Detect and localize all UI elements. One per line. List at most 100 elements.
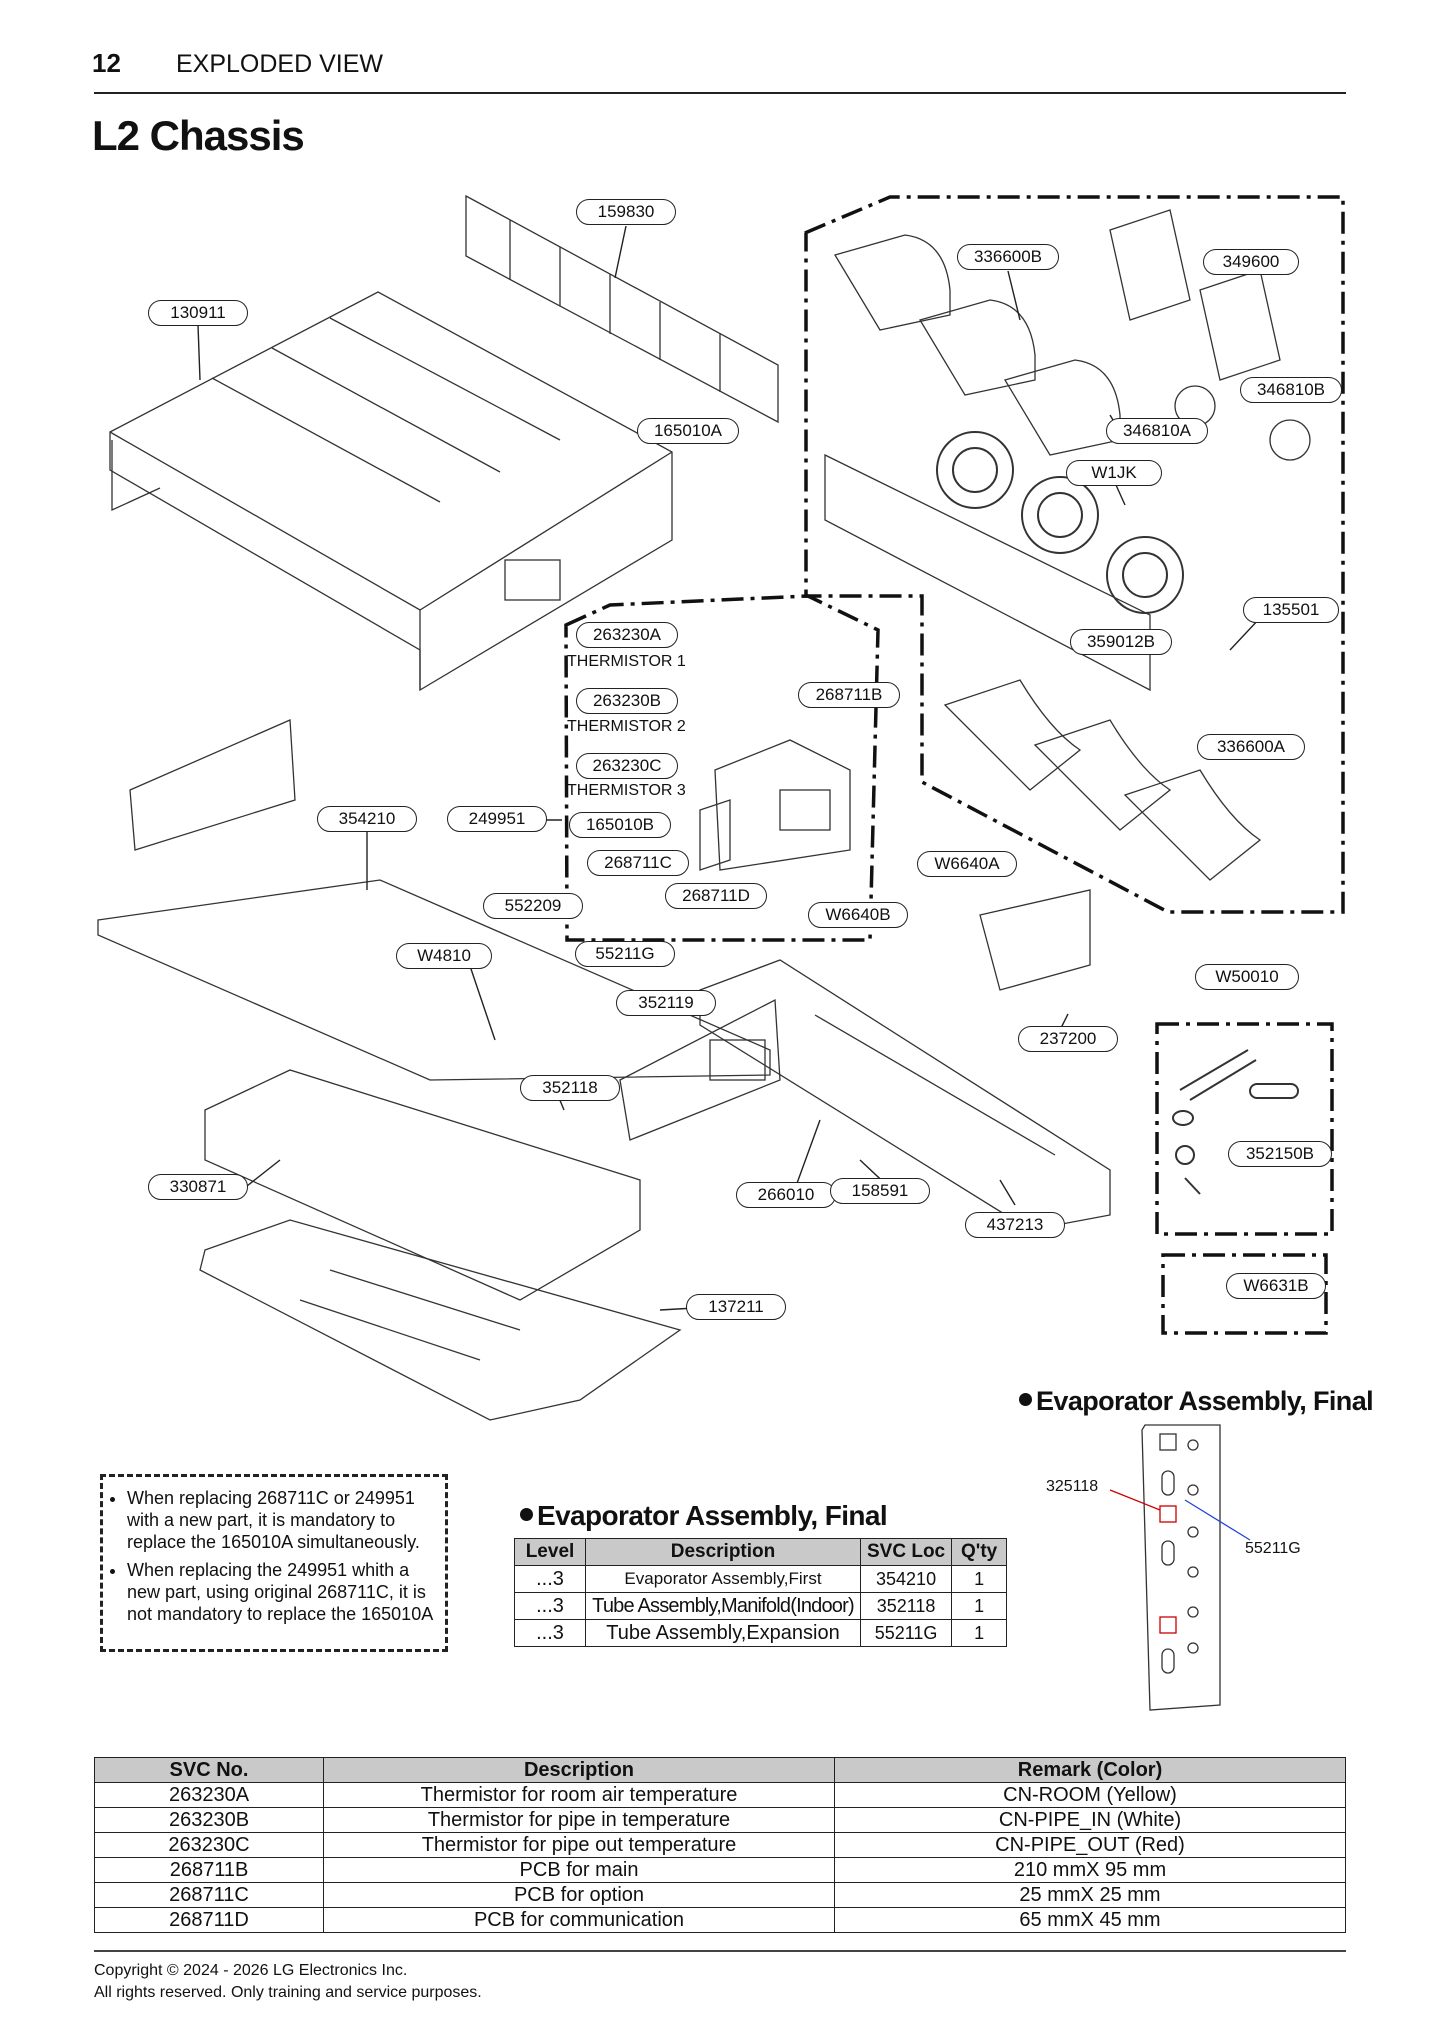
lower-housing-drawing [943, 679, 1262, 881]
callout-W50010: W50010 [1195, 964, 1299, 990]
thermistor-1-label: THERMISTOR 1 [567, 653, 686, 670]
callout-W4810: W4810 [396, 943, 492, 969]
cell: ...3 [514, 1592, 586, 1620]
col-description: Description [323, 1757, 835, 1783]
callout-165010A: 165010A [637, 418, 739, 444]
cell: Thermistor for pipe out temperature [323, 1832, 835, 1858]
evaporator-table-heading: Evaporator Assembly, Final [520, 1500, 888, 1532]
cell: Tube Assembly,Expansion [585, 1619, 861, 1647]
col-remark: Remark (Color) [834, 1757, 1346, 1783]
evaporator-coil-drawing [1109, 1424, 1251, 1711]
callout-55211G: 55211G [575, 941, 675, 967]
callout-336600A: 336600A [1197, 734, 1305, 760]
label-325118: 325118 [1046, 1478, 1099, 1495]
callout-354210: 354210 [317, 806, 417, 832]
leader-lines [197, 225, 1286, 1311]
page-title: L2 Chassis [92, 112, 305, 159]
callout-263230A: 263230A [576, 622, 678, 648]
rights-note: All rights reserved. Only training and s… [94, 1984, 482, 2001]
cell: ...3 [514, 1565, 586, 1593]
evaporator-assembly-table: Level Description SVC Loc Q'ty ...3 Evap… [514, 1538, 1008, 1647]
cell: 263230C [94, 1832, 324, 1858]
cell: 263230A [94, 1782, 324, 1808]
cell: Tube Assembly,Manifold(Indoor) [585, 1592, 861, 1620]
evaporator-table-heading-text: Evaporator Assembly, Final [537, 1500, 888, 1531]
callout-159830: 159830 [576, 199, 676, 225]
cell: 210 mmX 95 mm [834, 1857, 1346, 1883]
table-row: ...3 Evaporator Assembly,First 354210 1 [514, 1565, 1008, 1593]
col-svc-loc: SVC Loc [859, 1538, 953, 1566]
callout-552209: 552209 [483, 893, 583, 919]
cell: 268711C [94, 1882, 324, 1908]
note-item: When replacing 268711C or 249951 with a … [127, 1487, 435, 1553]
callout-165010B: 165010B [569, 812, 671, 838]
filter-drawing [465, 194, 779, 424]
col-level: Level [514, 1538, 586, 1566]
label-55211G: 55211G [1245, 1540, 1301, 1557]
cell: 268711D [94, 1907, 324, 1933]
cell: 55211G [859, 1619, 953, 1647]
callout-346810A: 346810A [1106, 418, 1208, 444]
note-item: When replacing the 249951 whith a new pa… [127, 1559, 435, 1625]
cell: PCB for main [323, 1857, 835, 1883]
callout-135501: 135501 [1243, 597, 1339, 623]
cell: Thermistor for room air temperature [323, 1782, 835, 1808]
cell: ...3 [514, 1619, 586, 1647]
callout-352119: 352119 [616, 990, 716, 1016]
section-title: EXPLODED VIEW [176, 50, 383, 78]
callout-263230C: 263230C [576, 753, 678, 779]
control-group-outline [564, 594, 880, 942]
svc-parts-table: SVC No. Description Remark (Color) 26323… [94, 1757, 1346, 1933]
copyright: Copyright © 2024 - 2026 LG Electronics I… [94, 1962, 408, 1979]
col-svc-no: SVC No. [94, 1757, 324, 1783]
fan-group-outline [804, 195, 1345, 914]
hose-drawing [1172, 1049, 1299, 1195]
thermistor-2-label: THERMISTOR 2 [567, 718, 686, 735]
col-description: Description [585, 1538, 861, 1566]
blower-wheels-drawing [936, 431, 1184, 614]
cell: 1 [951, 1565, 1008, 1593]
callout-336600B: 336600B [957, 244, 1059, 270]
footer-rule [94, 1950, 1346, 1952]
callout-268711C: 268711C [587, 850, 689, 876]
cell: Thermistor for pipe in temperature [323, 1807, 835, 1833]
page-number: 12 [92, 48, 121, 78]
callout-346810B: 346810B [1240, 377, 1342, 403]
callout-330871: 330871 [148, 1174, 248, 1200]
fan-housing-drawing [824, 209, 1311, 692]
top-cover-drawing [109, 291, 673, 692]
callout-352118: 352118 [520, 1075, 620, 1101]
callout-437213: 437213 [965, 1212, 1065, 1238]
callout-266010: 266010 [736, 1182, 836, 1208]
callout-249951: 249951 [447, 806, 547, 832]
cell: CN-PIPE_IN (White) [834, 1807, 1346, 1833]
bullet-icon [520, 1508, 533, 1522]
cell: PCB for communication [323, 1907, 835, 1933]
cell: 1 [951, 1619, 1008, 1647]
base-drawing [97, 719, 1111, 1421]
cell: 1 [951, 1592, 1008, 1620]
cell: CN-ROOM (Yellow) [834, 1782, 1346, 1808]
callout-W6640B: W6640B [808, 902, 908, 928]
control-box-drawing [699, 739, 851, 871]
table-row: ...3 Tube Assembly,Manifold(Indoor) 3521… [514, 1592, 1008, 1620]
callout-W1JK: W1JK [1066, 460, 1162, 486]
callout-268711B: 268711B [798, 682, 900, 708]
header-rule [94, 92, 1346, 94]
cell: Evaporator Assembly,First [585, 1565, 861, 1593]
wire-group-outline [1161, 1253, 1328, 1335]
callout-158591: 158591 [830, 1178, 930, 1204]
thermistor-3-label: THERMISTOR 3 [567, 782, 686, 799]
cell: 268711B [94, 1857, 324, 1883]
evaporator-figure-heading: Evaporator Assembly, Final [1019, 1386, 1374, 1417]
cell: 25 mmX 25 mm [834, 1882, 1346, 1908]
col-qty: Q'ty [951, 1538, 1008, 1566]
callout-352150B: 352150B [1228, 1141, 1332, 1167]
replacement-notes: When replacing 268711C or 249951 with a … [100, 1474, 448, 1652]
callout-W6631B: W6631B [1226, 1273, 1326, 1299]
